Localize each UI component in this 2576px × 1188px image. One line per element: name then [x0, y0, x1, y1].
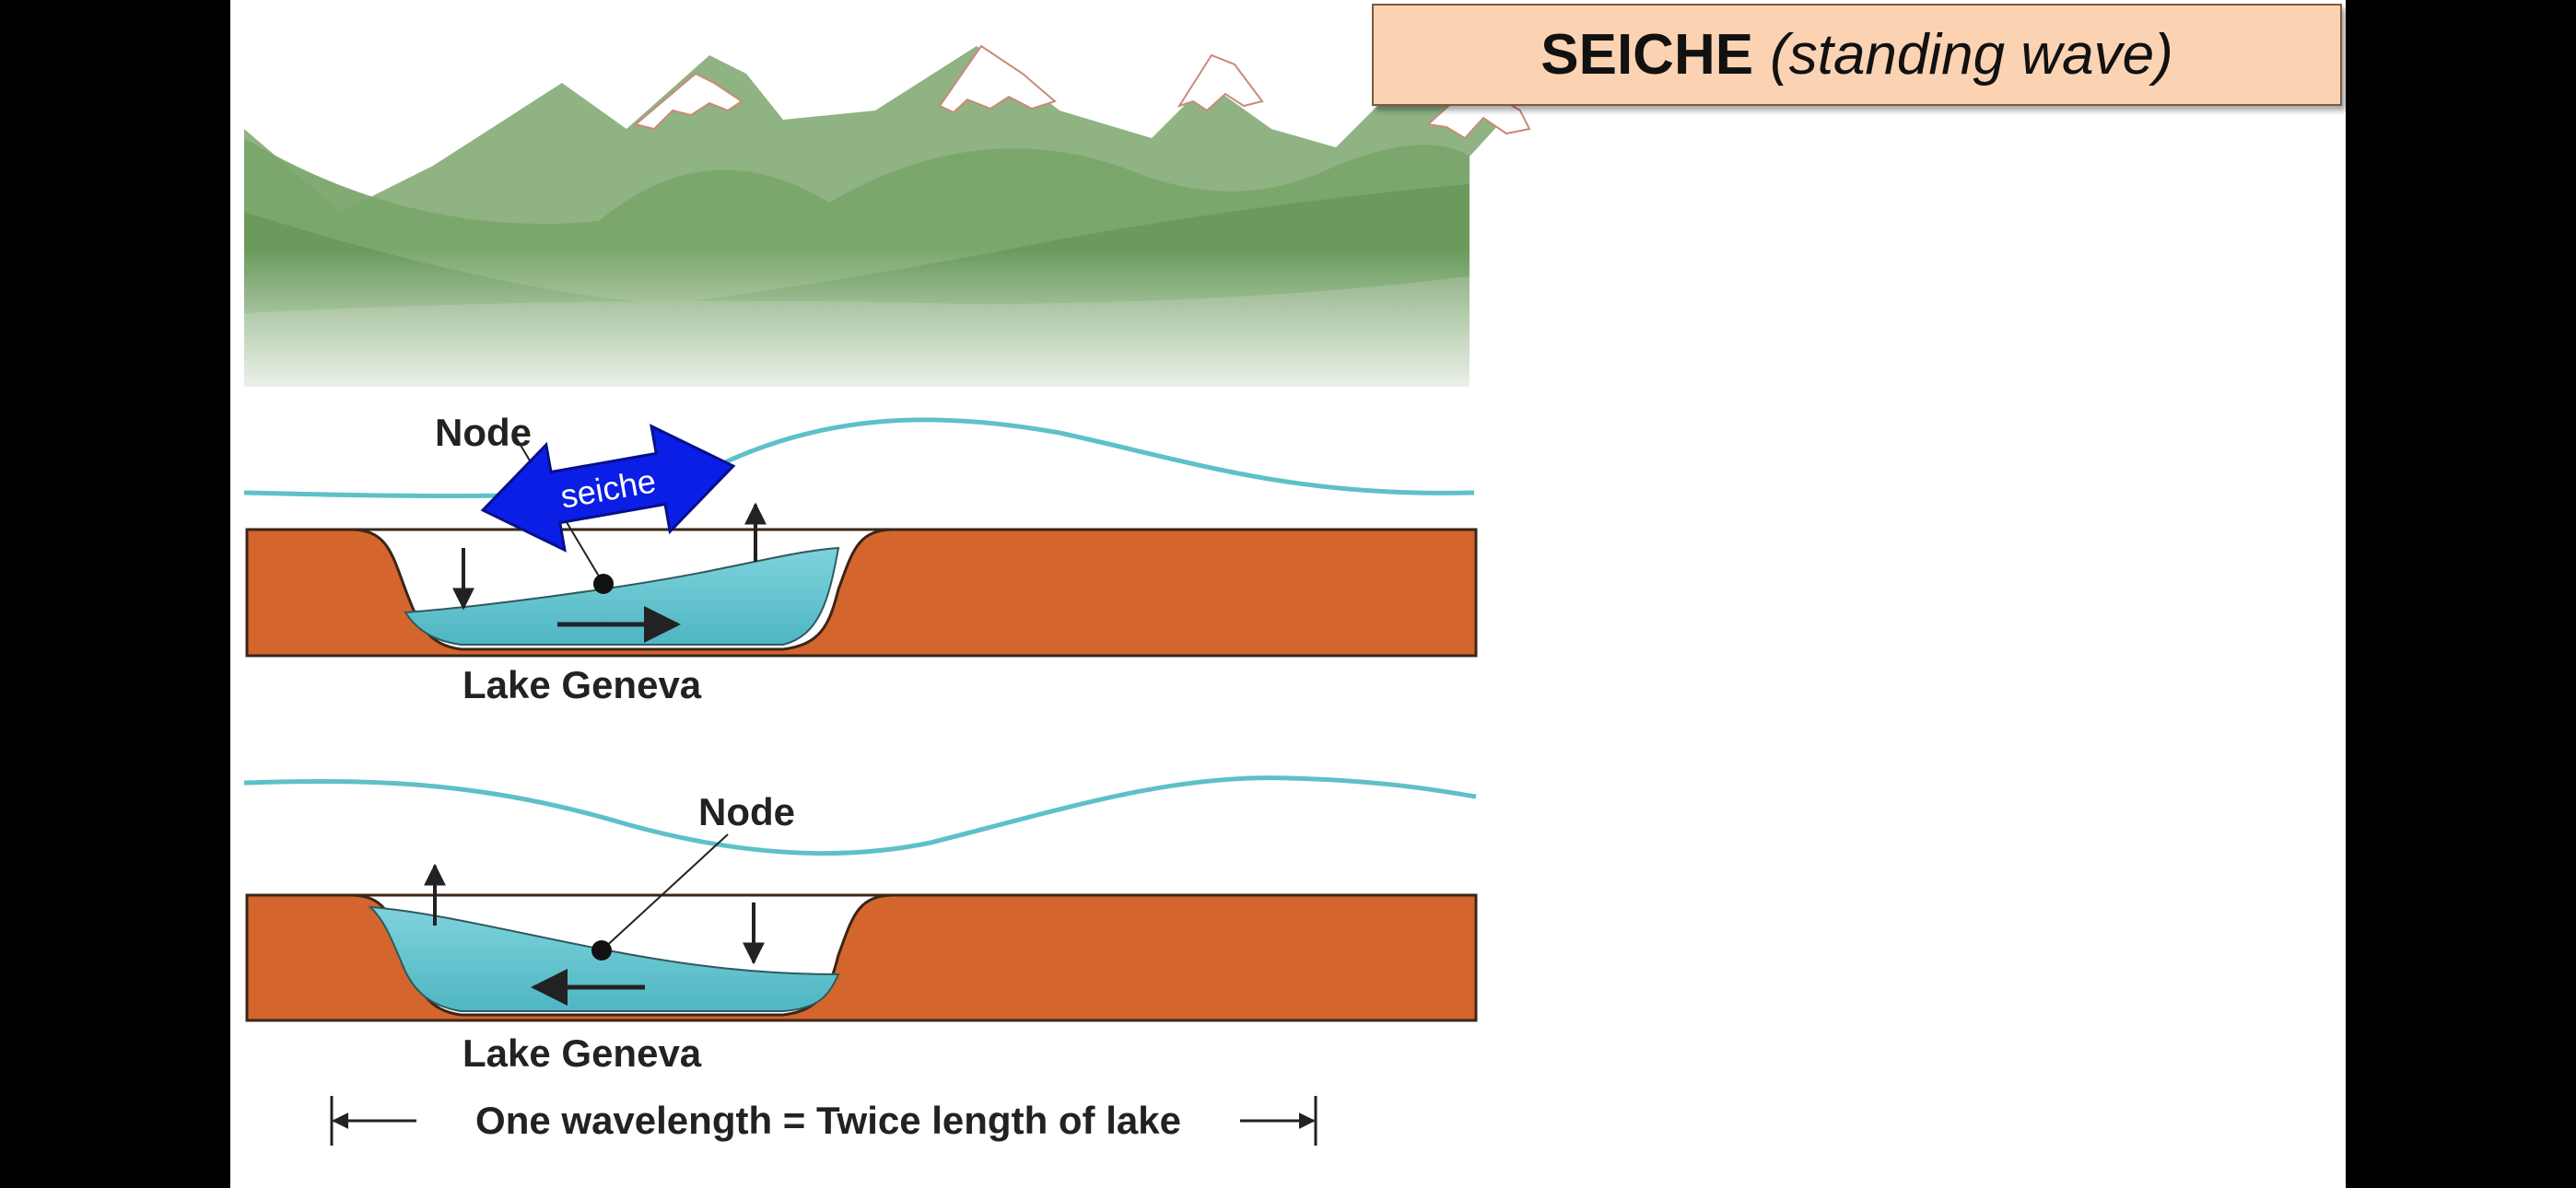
top-panel: Node seiche Lake Geneva — [243, 411, 1478, 706]
bottom-lake-label: Lake Geneva — [463, 1031, 702, 1075]
top-water — [404, 546, 840, 646]
slide: Node seiche Lake Geneva Node Lake Geneva — [230, 0, 2346, 1188]
bottom-panel: Node Lake Geneva — [243, 775, 1478, 1075]
top-node-point — [593, 574, 614, 594]
seiche-arrow: seiche — [480, 424, 736, 553]
top-node-label: Node — [435, 411, 532, 454]
slide-title: SEICHE (standing wave) — [1372, 4, 2342, 106]
wavelength-measure: One wavelength = Twice length of lake — [330, 1096, 1317, 1146]
bottom-node-point — [591, 940, 612, 961]
seiche-diagram: Node seiche Lake Geneva Node Lake Geneva — [230, 44, 1531, 1146]
title-main: SEICHE — [1540, 23, 1754, 87]
wavelength-caption: One wavelength = Twice length of lake — [475, 1099, 1181, 1142]
bottom-wave-line — [243, 775, 1477, 856]
top-wave-line — [243, 417, 1475, 499]
bottom-node-label: Node — [698, 790, 795, 833]
top-ground — [245, 528, 1478, 658]
title-subtitle: (standing wave) — [1770, 23, 2173, 87]
mountain-scene — [230, 44, 1531, 414]
top-lake-label: Lake Geneva — [463, 663, 702, 706]
